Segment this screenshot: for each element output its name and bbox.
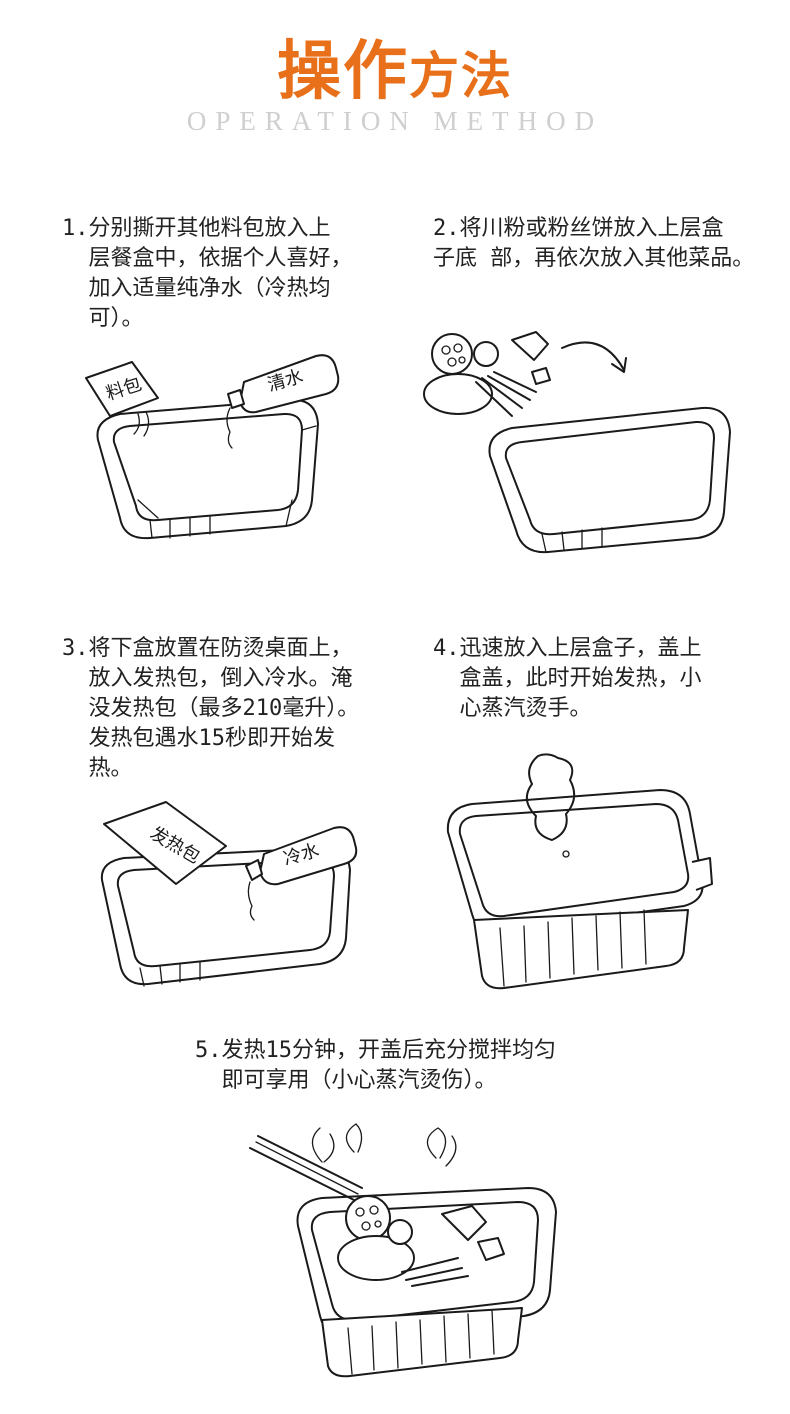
heating-pack-icon: 发热包	[104, 802, 226, 884]
food-ingredients-icon	[338, 1196, 504, 1286]
step-4-text: 4.迅速放入上层盒子，盖上 盒盖，此时开始发热，小 心蒸汽烫手。	[433, 636, 702, 721]
page-title-main: 操作	[277, 34, 409, 109]
step-3-illustration: 发热包 冷水	[96, 798, 366, 998]
arrow-icon	[562, 342, 624, 370]
steam-icon	[312, 1124, 455, 1166]
water-bottle-icon: 冷水	[246, 827, 356, 920]
food-ingredients-icon	[424, 332, 550, 416]
step-1-illustration: 料包 清水	[80, 350, 340, 550]
step-2-illustration	[412, 320, 732, 570]
step-1-text: 1.分别撕开其他料包放入上 层餐盒中，依据个人喜好， 加入适量纯净水（冷热均 可…	[62, 216, 353, 331]
step-5-illustration	[242, 1122, 562, 1382]
lower-tray-icon	[102, 848, 350, 986]
page-title-small: 方法	[409, 46, 513, 105]
tray-icon	[489, 408, 730, 552]
water-bottle-icon: 清水	[227, 355, 338, 448]
arrow-head-icon	[612, 358, 626, 372]
tray-icon	[97, 400, 318, 538]
steam-icon	[527, 754, 574, 840]
steam-drop-icon	[563, 851, 569, 857]
page-title: 操作方法	[0, 40, 790, 104]
meal-box-icon	[298, 1188, 557, 1376]
step-3-text: 3.将下盒放置在防烫桌面上， 放入发热包，倒入冷水。淹 没发热包（最多210毫升…	[62, 636, 360, 781]
closed-box-icon	[448, 790, 712, 988]
seasoning-pack-icon: 料包	[86, 362, 158, 436]
chopsticks-icon	[250, 1136, 362, 1200]
step-4-illustration	[440, 750, 720, 1000]
step-5-text: 5.发热15分钟，开盖后充分搅拌均匀 即可享用（小心蒸汽烫伤）。	[195, 1038, 556, 1093]
page-subtitle: OPERATION METHOD	[186, 106, 604, 136]
step-2-text: 2.将川粉或粉丝饼放入上层盒 子底 部，再依次放入其他菜品。	[433, 216, 755, 271]
